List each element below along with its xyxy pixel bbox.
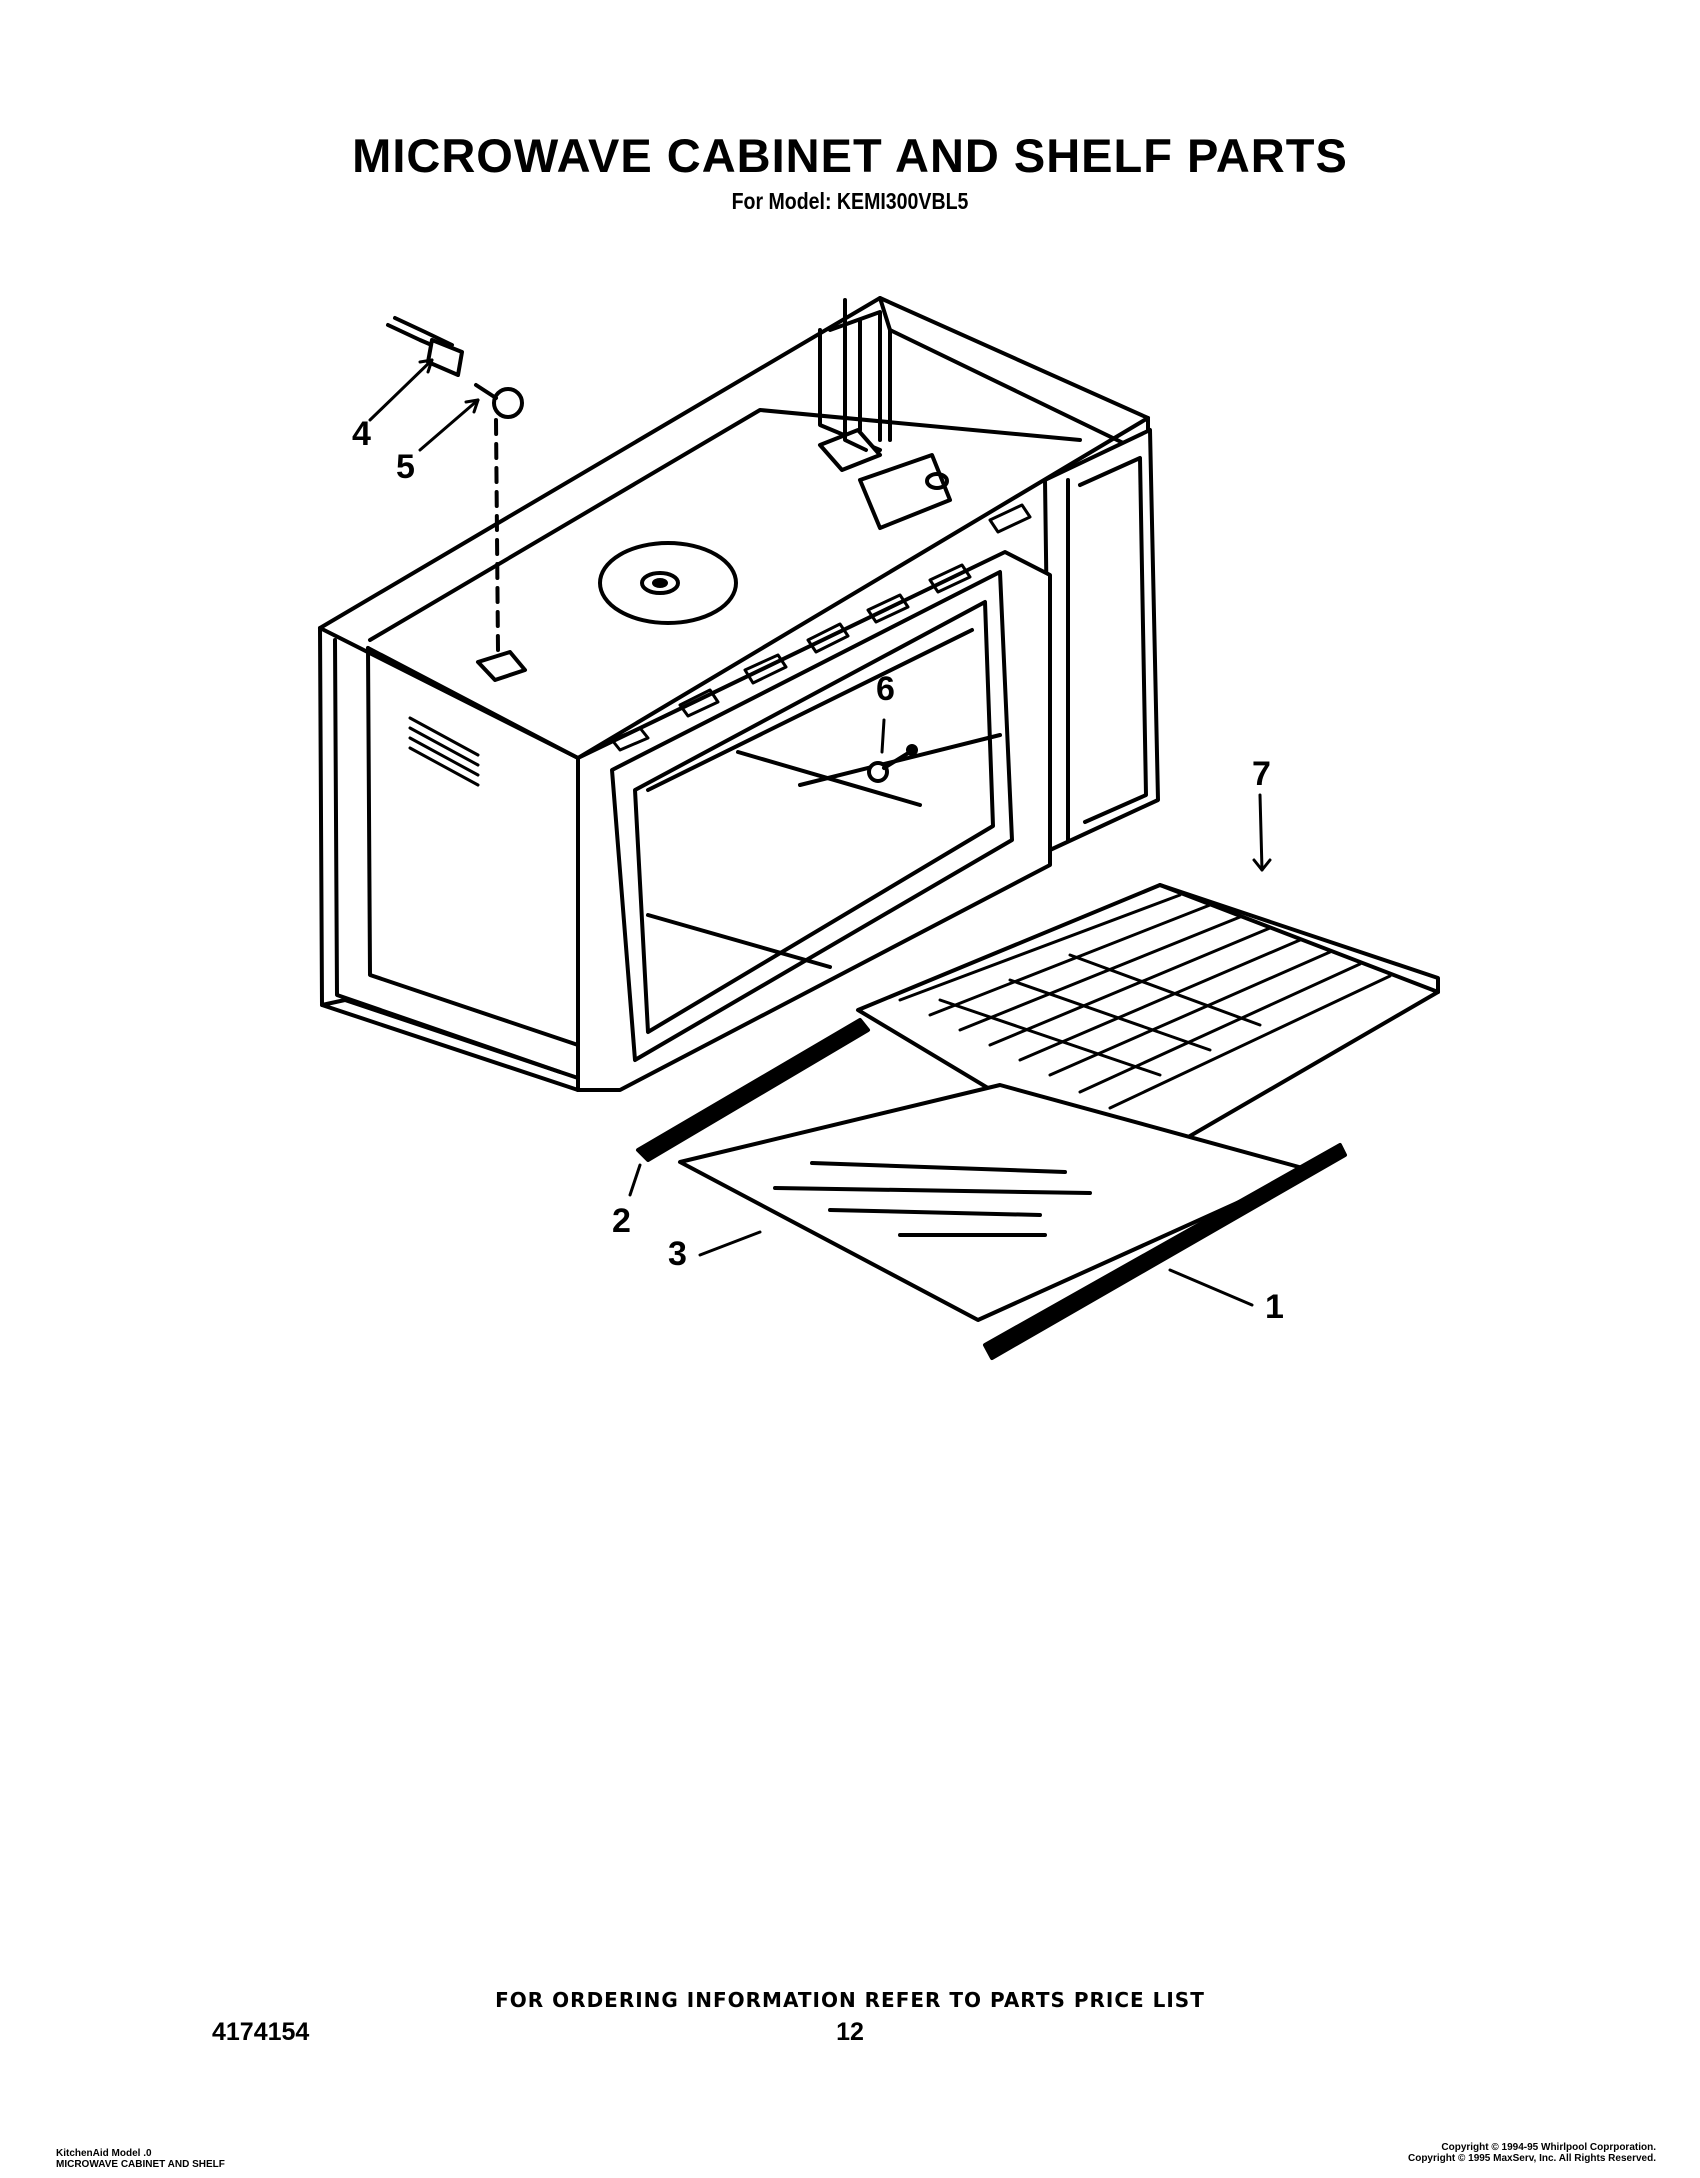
footer-section-line: MICROWAVE CABINET AND SHELF <box>56 2159 225 2170</box>
front-face-frame <box>576 503 1052 1092</box>
turntable-disc <box>598 541 738 625</box>
ordering-note: FOR ORDERING INFORMATION REFER TO PARTS … <box>495 1988 1205 2012</box>
page-title: MICROWAVE CABINET AND SHELF PARTS <box>352 129 1348 182</box>
footer-copyright: Copyright © 1994-95 Whirlpool Coprporati… <box>1408 2142 1656 2164</box>
leader-lines <box>368 358 1272 1307</box>
top-bracket <box>818 298 952 530</box>
footer-left: KitchenAid Model .0 MICROWAVE CABINET AN… <box>56 2148 225 2170</box>
copyright-line-2: Copyright © 1995 MaxServ, Inc. All Right… <box>1407 2153 1656 2164</box>
callout-1: 1 <box>1265 1288 1284 1326</box>
screw-part <box>867 744 918 783</box>
front-seal-strip <box>636 1018 870 1162</box>
document-number: 4174154 <box>212 2018 310 2046</box>
callout-5: 5 <box>396 448 415 486</box>
footer-model-line: KitchenAid Model .0 <box>56 2148 152 2159</box>
page-number: 12 <box>836 2018 864 2046</box>
callout-7: 7 <box>1252 755 1271 793</box>
callout-2: 2 <box>612 1202 631 1240</box>
bottom-seal-strip <box>983 1143 1347 1360</box>
callout-6: 6 <box>876 670 895 708</box>
copyright-line-1: Copyright © 1994-95 Whirlpool Coprporati… <box>1441 2142 1656 2153</box>
light-socket-opening <box>476 650 527 682</box>
vent-pattern <box>408 716 480 787</box>
callout-3: 3 <box>668 1235 687 1273</box>
callout-4: 4 <box>352 415 371 453</box>
lamp-assembly <box>386 316 524 652</box>
model-subtitle: For Model: KEMI300VBL5 <box>731 188 969 214</box>
